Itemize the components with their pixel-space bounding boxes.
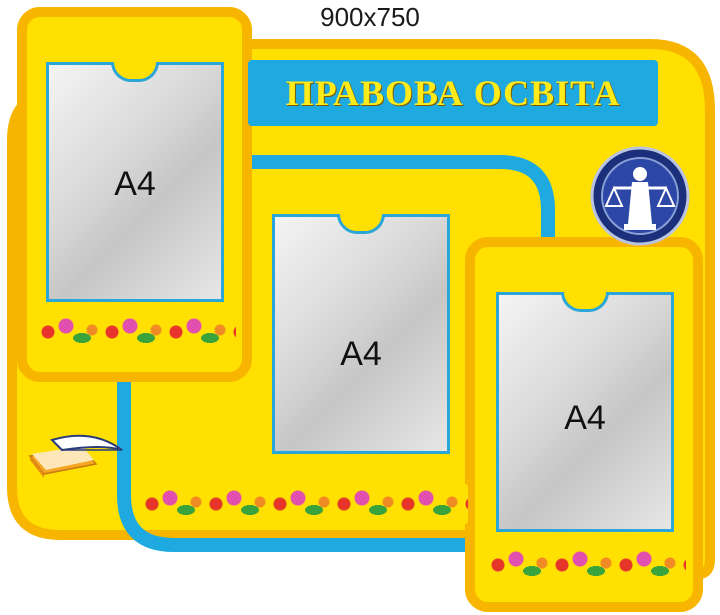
- title-plate: [248, 60, 658, 126]
- scales-of-justice-icon: [590, 146, 690, 246]
- board-accent-line: [117, 155, 555, 552]
- pocket-center: A4: [272, 214, 450, 454]
- ornament-bottom: [140, 484, 468, 524]
- size-label: 900x750: [320, 2, 420, 32]
- pocket-notch: [337, 214, 385, 234]
- pocket-center-label: A4: [340, 335, 382, 373]
- pocket-left-label: A4: [114, 165, 156, 203]
- pocket-notch: [111, 62, 159, 82]
- stand-title: ПРАВОВА ОСВІТА: [285, 73, 621, 113]
- pocket-right: A4: [496, 292, 674, 532]
- pocket-left: A4: [46, 62, 224, 302]
- book-with-quill-icon: [28, 434, 123, 478]
- ornament-right: [486, 545, 686, 585]
- pocket-notch: [561, 292, 609, 312]
- pocket-right-label: A4: [564, 399, 606, 437]
- ornament-left: [36, 312, 236, 352]
